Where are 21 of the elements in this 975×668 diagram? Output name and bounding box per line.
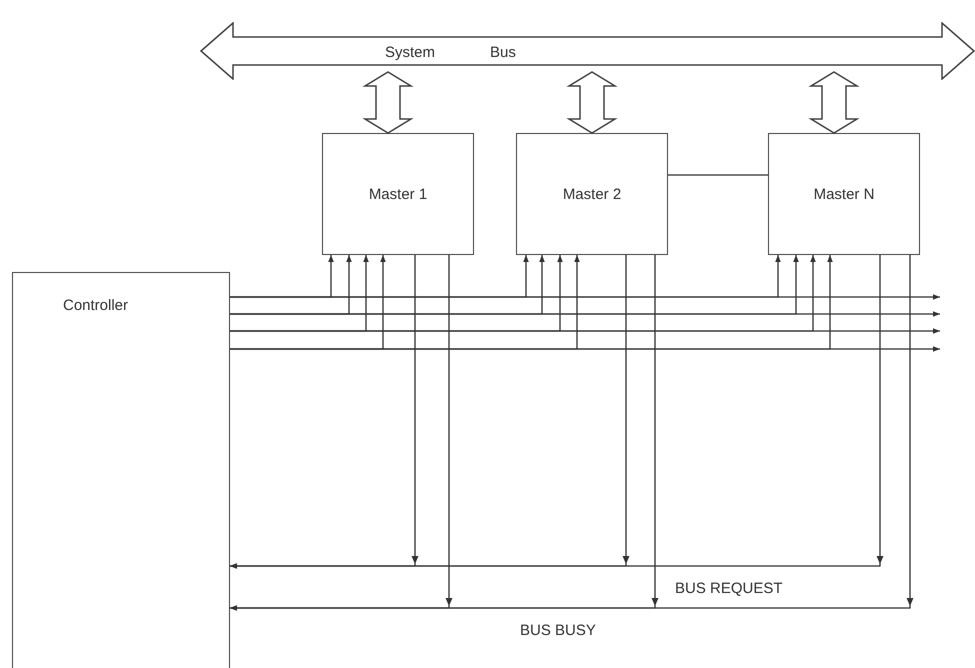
double-arrow — [362, 71, 414, 134]
arrow — [230, 328, 940, 334]
box-label: Master N — [812, 186, 876, 203]
double-arrow — [808, 71, 860, 134]
arrow — [230, 294, 940, 300]
arrow — [230, 311, 940, 317]
signal-label: BUS REQUEST — [675, 580, 783, 597]
double-arrow — [566, 71, 618, 134]
master-box — [516, 133, 668, 255]
box-label: Controller — [63, 297, 128, 314]
master-box — [768, 133, 920, 255]
controller-box — [12, 272, 230, 668]
master-box — [322, 133, 474, 255]
connector-line — [668, 174, 768, 176]
box-label: System — [385, 44, 436, 61]
box-label: Bus — [490, 44, 516, 61]
arrow — [230, 346, 940, 352]
bus-double-arrow — [200, 22, 975, 80]
box-label: Master 1 — [368, 186, 428, 203]
box-label: Master 2 — [562, 186, 622, 203]
signal-label: BUS BUSY — [520, 622, 596, 639]
